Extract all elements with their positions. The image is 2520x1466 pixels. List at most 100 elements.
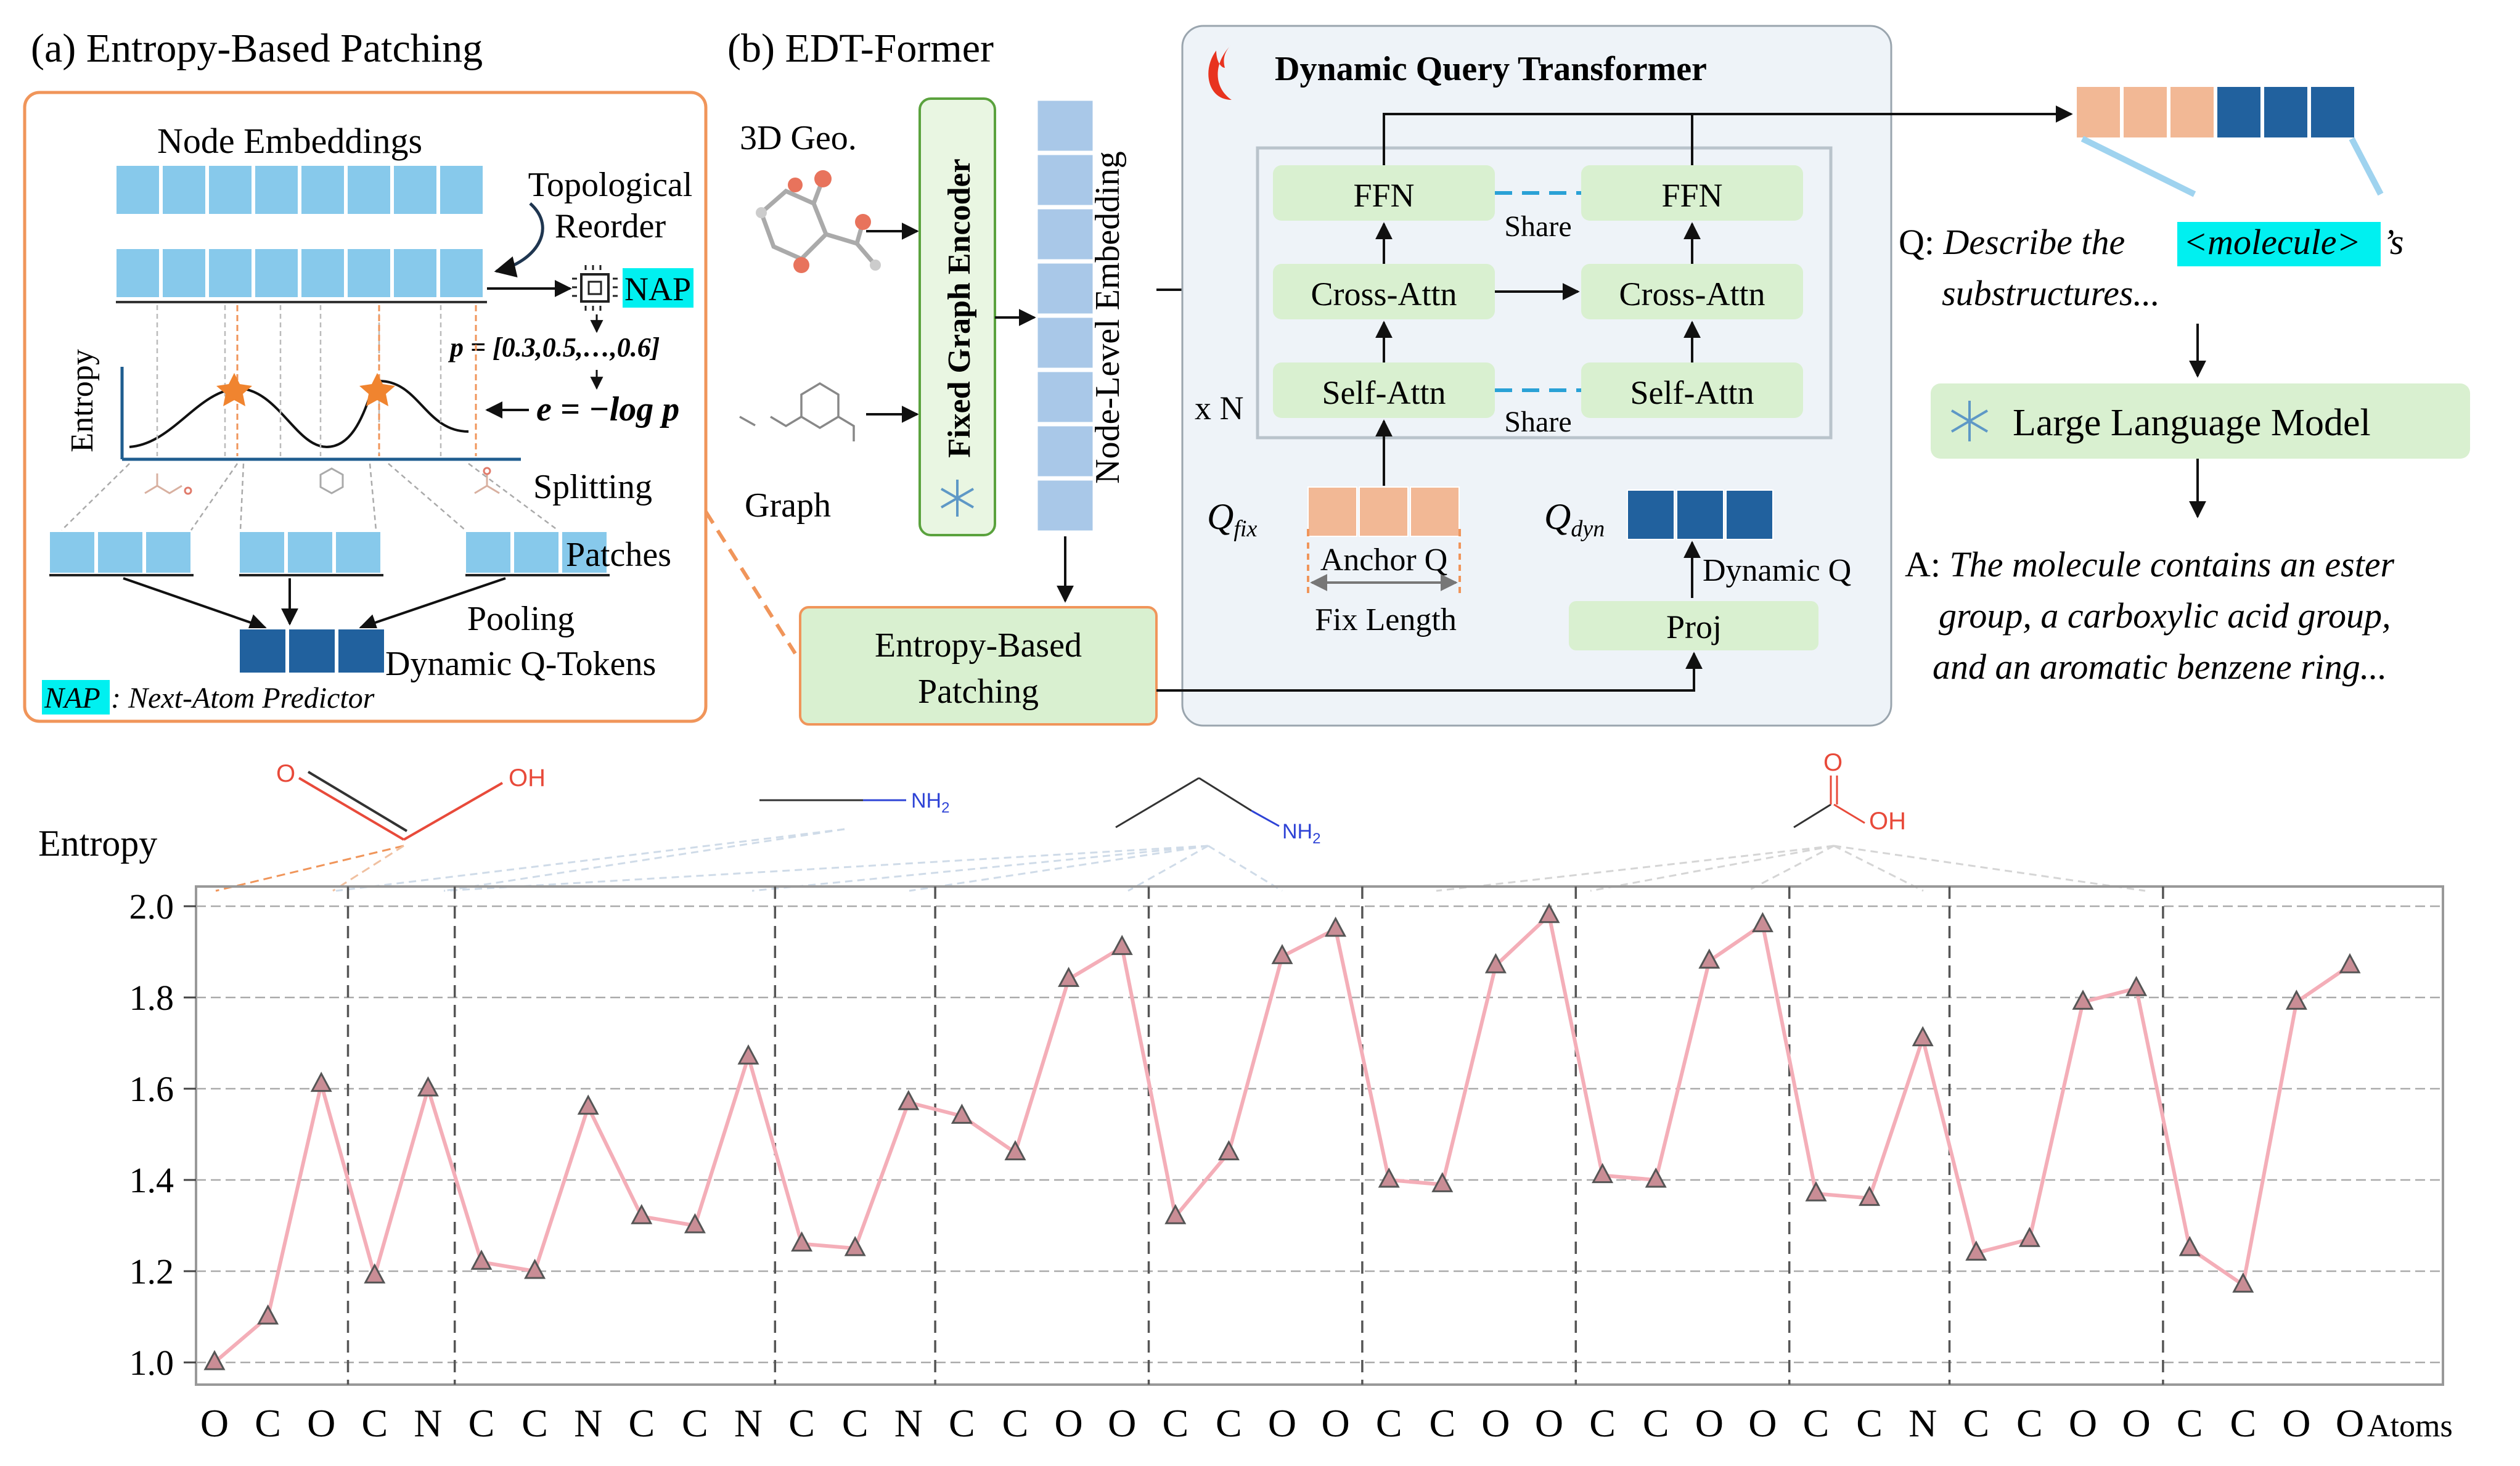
data-point [2285, 989, 2307, 1010]
x-tick-label: O [1054, 1401, 1082, 1445]
node-embedding-cell [1036, 207, 1095, 261]
x-tick-label: O [1321, 1401, 1349, 1445]
x-tick-label: C [628, 1401, 655, 1445]
nap-footnote-highlight [42, 680, 110, 715]
data-point [1645, 1167, 1667, 1188]
dynamic-token [337, 628, 385, 674]
x-tick-label: C [842, 1401, 869, 1445]
data-point [1592, 1163, 1614, 1184]
dynamic-q-tokens-dqt [1627, 489, 1773, 540]
mini-entropy-curve [129, 380, 469, 449]
question-line1: Q: Describe the [1899, 222, 2125, 262]
y-ticks: 1.01.21.41.61.82.0 [129, 887, 196, 1383]
node-embedding-row [115, 165, 484, 215]
nap-label: NAP [624, 271, 691, 308]
star-icon [359, 373, 395, 406]
mini-entropy-axis-label: Entropy [65, 349, 100, 452]
reorder-label: Reorder [555, 207, 666, 245]
dynamic-token [2216, 86, 2262, 139]
svg-text:OH: OH [509, 764, 546, 792]
flame-icon [1208, 44, 1232, 100]
x-tick-label: O [2069, 1401, 2097, 1445]
data-point [1058, 967, 1080, 987]
data-point [203, 1349, 226, 1370]
patching-to-proj-arrow [1156, 652, 1703, 692]
data-point [1751, 912, 1773, 933]
reordered-embedding-row [115, 248, 484, 298]
fragment-guide [443, 828, 845, 892]
x-tick-label: C [949, 1401, 975, 1445]
plot-frame [195, 885, 2444, 1386]
data-point [2072, 989, 2094, 1010]
reorder-arrow [494, 202, 544, 277]
embedding-cell [300, 248, 345, 298]
embedding-cell [346, 248, 391, 298]
dynamic-q-tokens-label: Dynamic Q-Tokens [385, 645, 656, 683]
embedding-cell [393, 165, 438, 215]
x-tick-label: N [414, 1401, 442, 1445]
patch-cell [561, 531, 608, 574]
svg-text:O: O [276, 760, 295, 787]
dqt-title: Dynamic Query Transformer [1275, 50, 1707, 88]
ffn-right: FFN [1581, 165, 1803, 221]
data-point [1859, 1185, 1881, 1206]
x-tick-label: N [1908, 1401, 1937, 1445]
llm-box [1931, 383, 2470, 459]
data-point [1484, 953, 1507, 973]
data-point [1004, 1140, 1026, 1161]
svg-text:O: O [1823, 749, 1843, 776]
data-point [417, 1076, 439, 1097]
patch-cell [49, 531, 96, 574]
x-tick-label: C [1643, 1401, 1669, 1445]
embedding-cell [254, 248, 299, 298]
snowflake-icon [941, 480, 974, 517]
patch-cell [335, 531, 382, 574]
cross-attn-right: Cross-Attn [1581, 264, 1803, 319]
q-fix-label: Qfix [1207, 496, 1257, 542]
dqt-inner-frame [1256, 146, 1833, 440]
dynamic-q-tokens [239, 628, 385, 674]
embedding-cell [254, 165, 299, 215]
fragment-guide [215, 845, 404, 892]
svg-text:Cross-Attn: Cross-Attn [1619, 276, 1765, 313]
dynamic-token [1676, 489, 1724, 540]
entropy-based-patching-box [799, 606, 1158, 726]
data-point [1111, 935, 1133, 956]
x-tick-label: C [522, 1401, 548, 1445]
svg-text:Cross-Attn: Cross-Attn [1311, 276, 1457, 313]
x-tick-label: C [2016, 1401, 2043, 1445]
geo-label: 3D Geo. [740, 119, 857, 157]
x-tick-label: C [2177, 1401, 2203, 1445]
molecule-token-highlight [2177, 222, 2381, 266]
x-tick-label: C [468, 1401, 495, 1445]
split-guides [61, 462, 558, 531]
dynamic-token [2263, 86, 2309, 139]
share-label-bottom: Share [1504, 406, 1571, 438]
y-grid [196, 905, 2443, 1364]
patching-box-line1: Entropy-Based [875, 626, 1082, 665]
patch-cell [513, 531, 560, 574]
x-tick-label: O [1108, 1401, 1136, 1445]
star-icon [216, 373, 252, 406]
data-point [737, 1044, 759, 1065]
data-point [898, 1090, 920, 1110]
x-tick-label: C [682, 1401, 708, 1445]
acid-fragment: O OH [1793, 749, 1906, 835]
panel-a-link [704, 510, 797, 655]
fragment-guides [215, 828, 2146, 892]
carboxylic-fragment: O OH [276, 760, 546, 841]
embedding-cell [162, 165, 207, 215]
splitting-label: Splitting [533, 468, 652, 506]
data-point [951, 1104, 973, 1124]
x-tick-label: C [1856, 1401, 1883, 1445]
x-tick-label: C [1162, 1401, 1188, 1445]
data-point [524, 1258, 546, 1279]
data-point [1805, 1181, 1827, 1202]
self-attn-left: Self-Attn [1273, 362, 1495, 418]
amine-fragment-1: NH2 [759, 789, 949, 816]
entropy-series [203, 903, 2361, 1370]
embedding-cell [393, 248, 438, 298]
y-tick-label: 2.0 [129, 887, 174, 927]
